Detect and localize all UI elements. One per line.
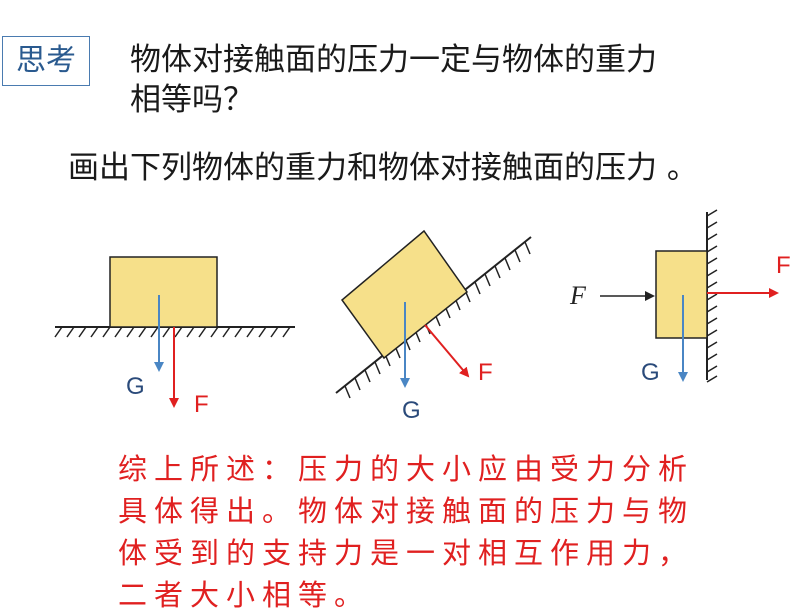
pressure-label-horizontal: F	[194, 391, 209, 418]
summary-line-2: 具体得出。物体对接触面的压力与物	[118, 494, 695, 528]
wall-hatching	[706, 209, 718, 383]
pressure-label-wall: F	[776, 252, 791, 279]
gravity-label-incline: G	[402, 397, 421, 424]
figure-wall: F G F	[569, 209, 791, 386]
question-text: 物体对接触面的压力一定与物体的重力 相等吗？	[130, 40, 770, 120]
pressure-label-incline: F	[478, 359, 493, 386]
force-diagrams: G F F G F G	[54, 209, 791, 424]
figure-horizontal: G F	[54, 256, 295, 418]
question-line-2: 相等吗？	[130, 82, 254, 118]
figure-incline: F G	[335, 229, 532, 424]
question-line-1: 物体对接触面的压力一定与物体的重力	[130, 42, 657, 78]
block-incline	[340, 229, 469, 360]
gravity-label-wall: G	[641, 359, 660, 386]
gravity-label-horizontal: G	[126, 373, 145, 400]
ground-hatching	[54, 326, 291, 338]
summary-line-1: 综上所述：压力的大小应由受力分析	[118, 452, 695, 486]
instruction-text: 画出下列物体的重力和物体对接触面的压力 。	[68, 150, 698, 186]
push-label: F	[569, 281, 587, 310]
pressure-arrow-incline	[424, 324, 470, 378]
summary-line-3: 体受到的支持力是一对相互作用力，	[118, 536, 695, 570]
think-badge: 思考	[2, 36, 90, 86]
summary-text: 综上所述：压力的大小应由受力分析 具体得出。物体对接触面的压力与物 体受到的支持…	[118, 448, 778, 616]
block-horizontal	[109, 256, 218, 328]
summary-line-4: 二者大小相等。	[118, 578, 371, 612]
block-wall	[655, 250, 708, 339]
